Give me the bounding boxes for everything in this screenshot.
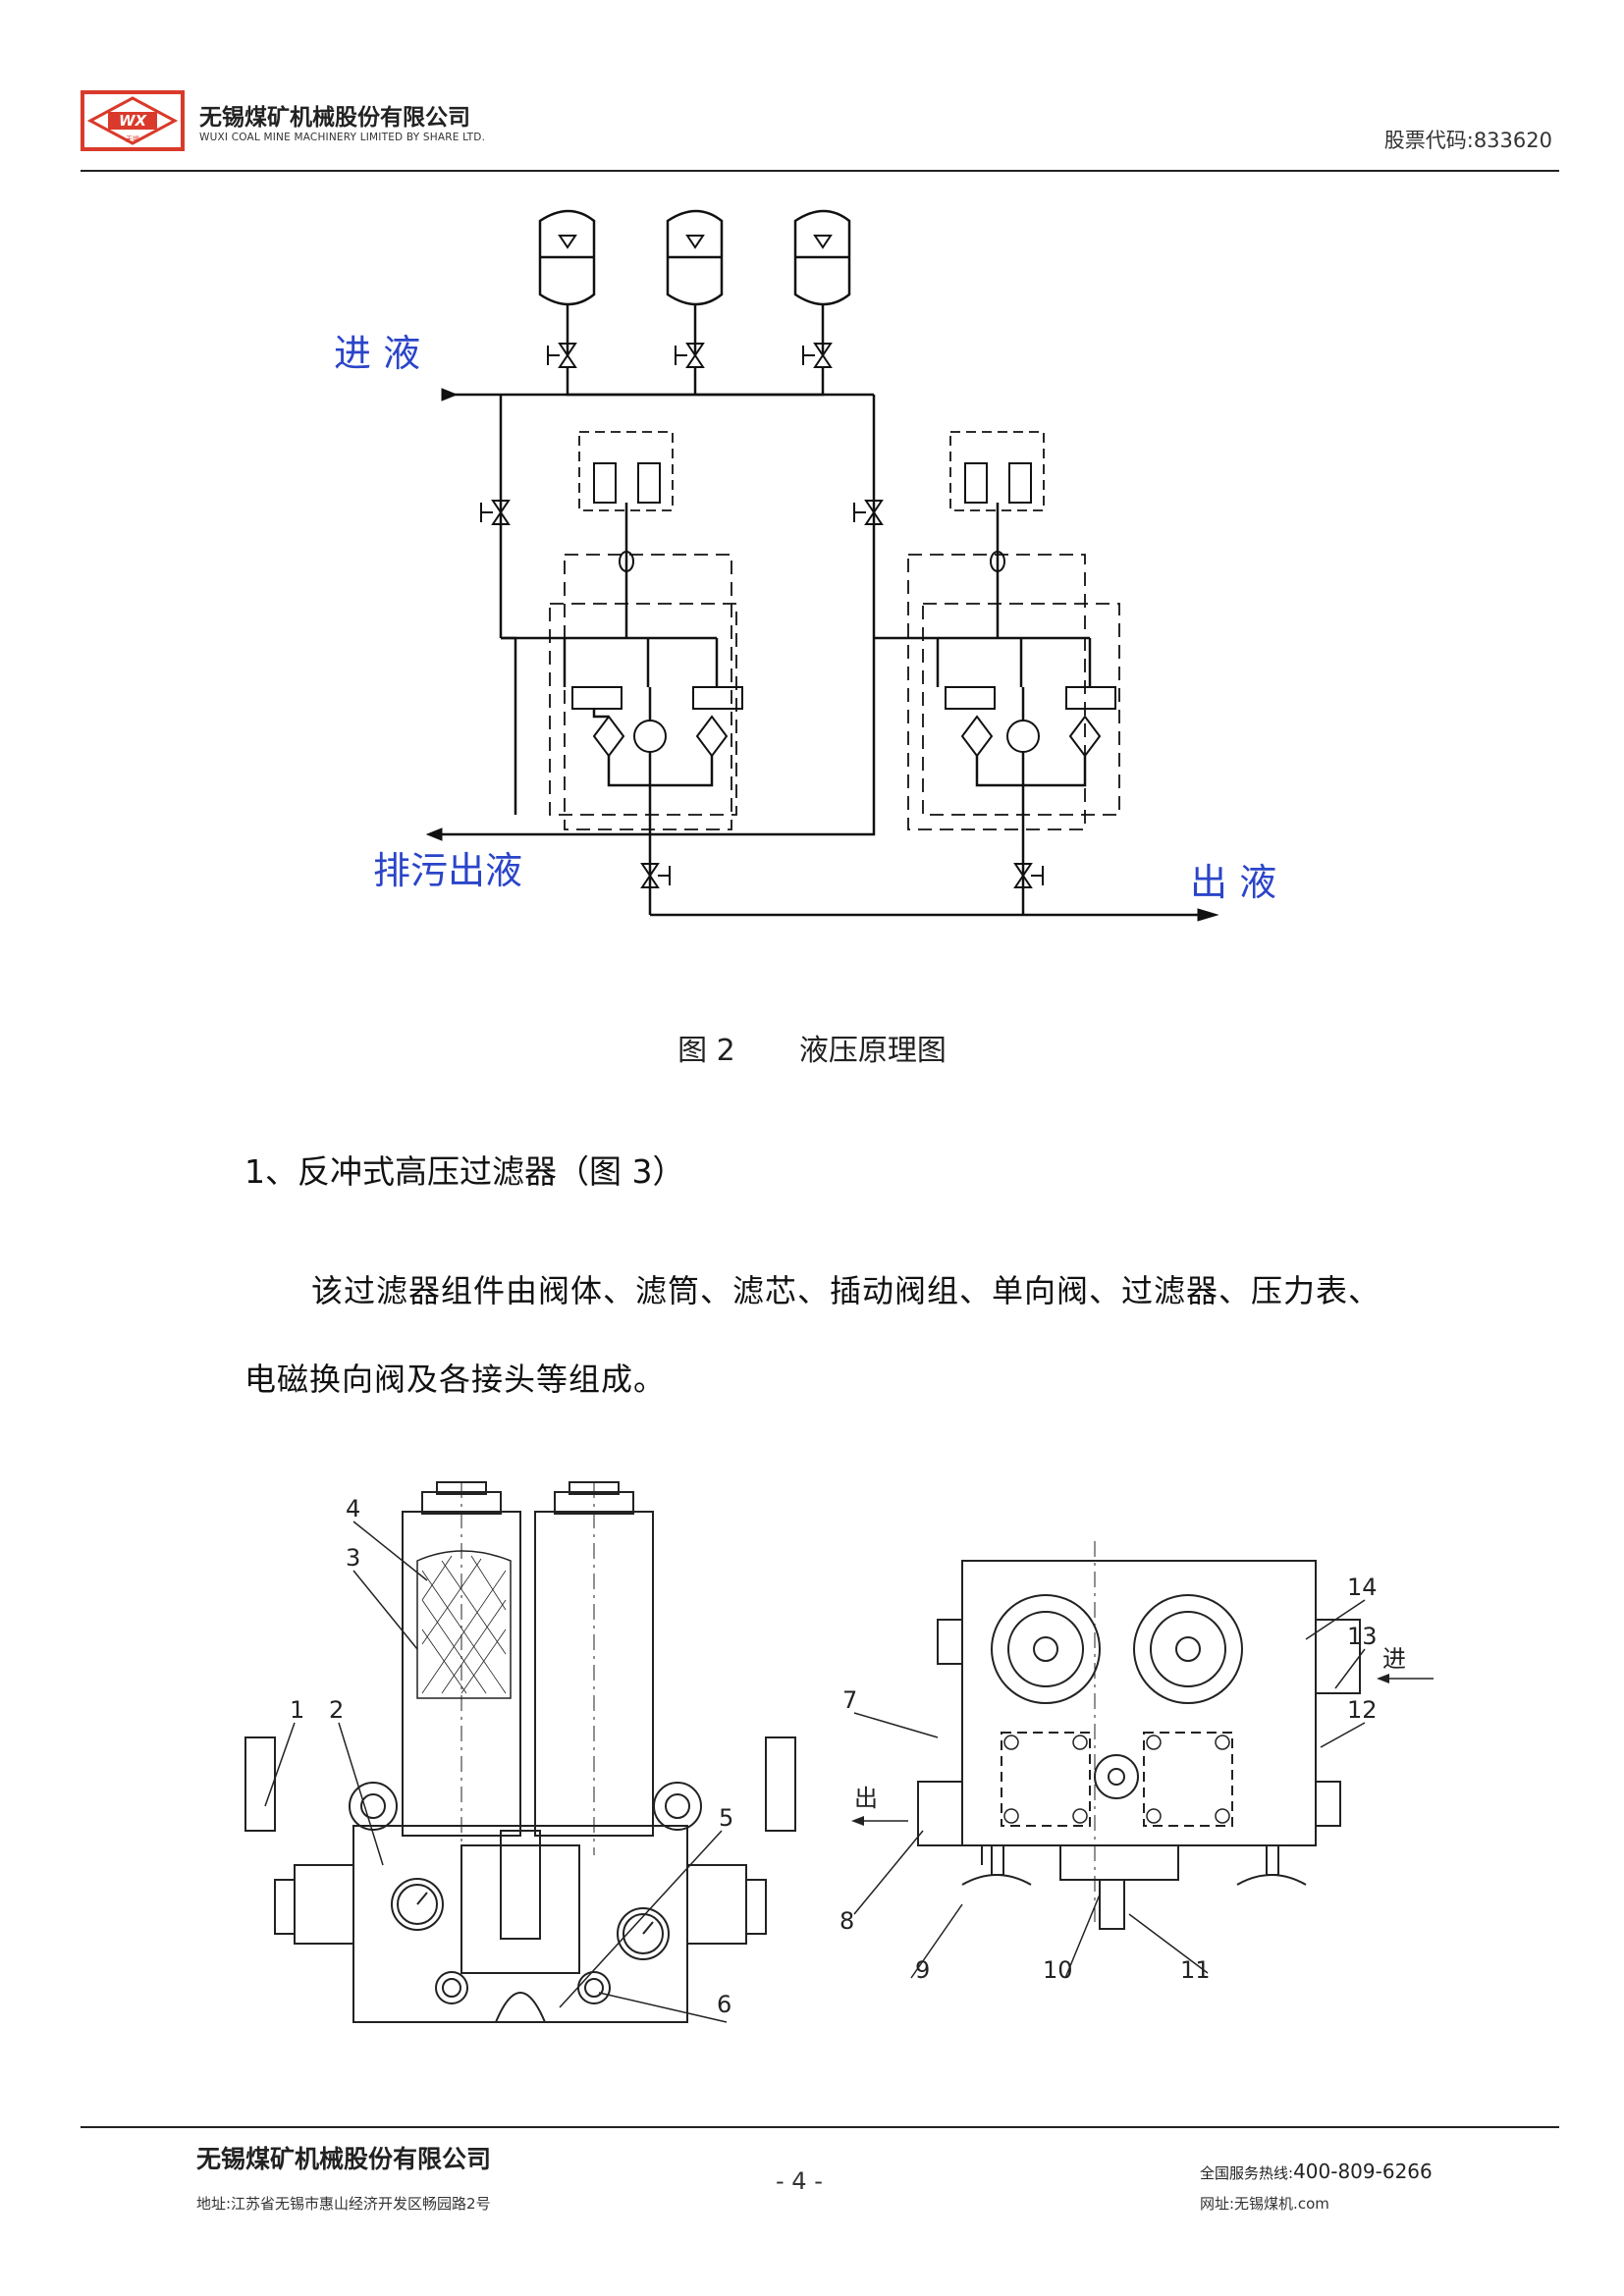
section-heading: 1、反冲式高压过滤器（图 3） — [244, 1152, 685, 1191]
accumulator-2 — [666, 209, 724, 353]
callout-4: 4 — [346, 1495, 360, 1522]
header-company-name: 无锡煤矿机械股份有限公司 — [199, 105, 470, 131]
callout-12: 12 — [1347, 1696, 1378, 1724]
label-outlet: 出 液 — [1190, 861, 1276, 904]
callout-14: 14 — [1347, 1574, 1378, 1601]
label-drain: 排污出液 — [373, 849, 522, 892]
filter-assembly-drawing: 1 2 3 4 5 6 7 8 9 10 11 12 13 14 进 出 — [236, 1443, 1443, 2052]
filter-unit-right — [874, 431, 1120, 854]
filter-unit-left — [501, 431, 743, 854]
callout-2: 2 — [329, 1696, 344, 1724]
callout-8: 8 — [839, 1907, 854, 1935]
hydraulic-schematic: 进 液 排污出液 出 液 — [295, 206, 1335, 952]
hotline-number: 400-809-6266 — [1293, 2160, 1433, 2183]
figure2-caption: 图 2 液压原理图 — [0, 1026, 1624, 1069]
footer-hotline: 全国服务热线:400-809-6266 — [1200, 2160, 1433, 2183]
page-number: - 4 - — [776, 2167, 823, 2195]
paragraph-line-1: 该过滤器组件由阀体、滤筒、滤芯、插动阀组、单向阀、过滤器、压力表、 — [311, 1272, 1381, 1309]
company-logo: WX 无锡 — [81, 90, 185, 151]
callout-13: 13 — [1347, 1623, 1378, 1650]
accumulator-3 — [793, 209, 851, 353]
callout-6: 6 — [717, 1991, 731, 2018]
caption-title: 液压原理图 — [798, 1034, 947, 1068]
callout-11: 11 — [1180, 1956, 1211, 1984]
front-view — [244, 1481, 796, 2023]
label-inlet: 进 液 — [334, 332, 420, 375]
logo-small-text: 无锡 — [126, 134, 139, 143]
callout-9: 9 — [915, 1956, 930, 1984]
logo-text: WX — [119, 112, 148, 130]
label-out: 出 — [854, 1785, 878, 1812]
label-in: 进 — [1382, 1645, 1406, 1673]
accumulator-1 — [538, 209, 596, 353]
callout-5: 5 — [719, 1804, 733, 1832]
caption-number: 图 2 — [677, 1034, 735, 1068]
footer-address: 地址:江苏省无锡市惠山经济开发区畅园路2号 — [196, 2195, 491, 2213]
callout-7: 7 — [842, 1686, 857, 1714]
top-view — [917, 1541, 1361, 1930]
footer-website: 网址:无锡煤机.com — [1200, 2195, 1329, 2213]
paragraph-line-2: 电磁换向阀及各接头等组成。 — [244, 1361, 667, 1398]
callout-3: 3 — [346, 1544, 360, 1572]
footer-company-name: 无锡煤矿机械股份有限公司 — [196, 2145, 492, 2173]
footer-divider — [81, 2126, 1559, 2128]
stock-code: 股票代码:833620 — [1383, 129, 1552, 152]
header-divider — [81, 170, 1559, 172]
callout-10: 10 — [1043, 1956, 1073, 1984]
header-company-english: WUXI COAL MINE MACHINERY LIMITED BY SHAR… — [199, 132, 486, 143]
hotline-label: 全国服务热线: — [1200, 2164, 1294, 2182]
callout-1: 1 — [290, 1696, 304, 1724]
